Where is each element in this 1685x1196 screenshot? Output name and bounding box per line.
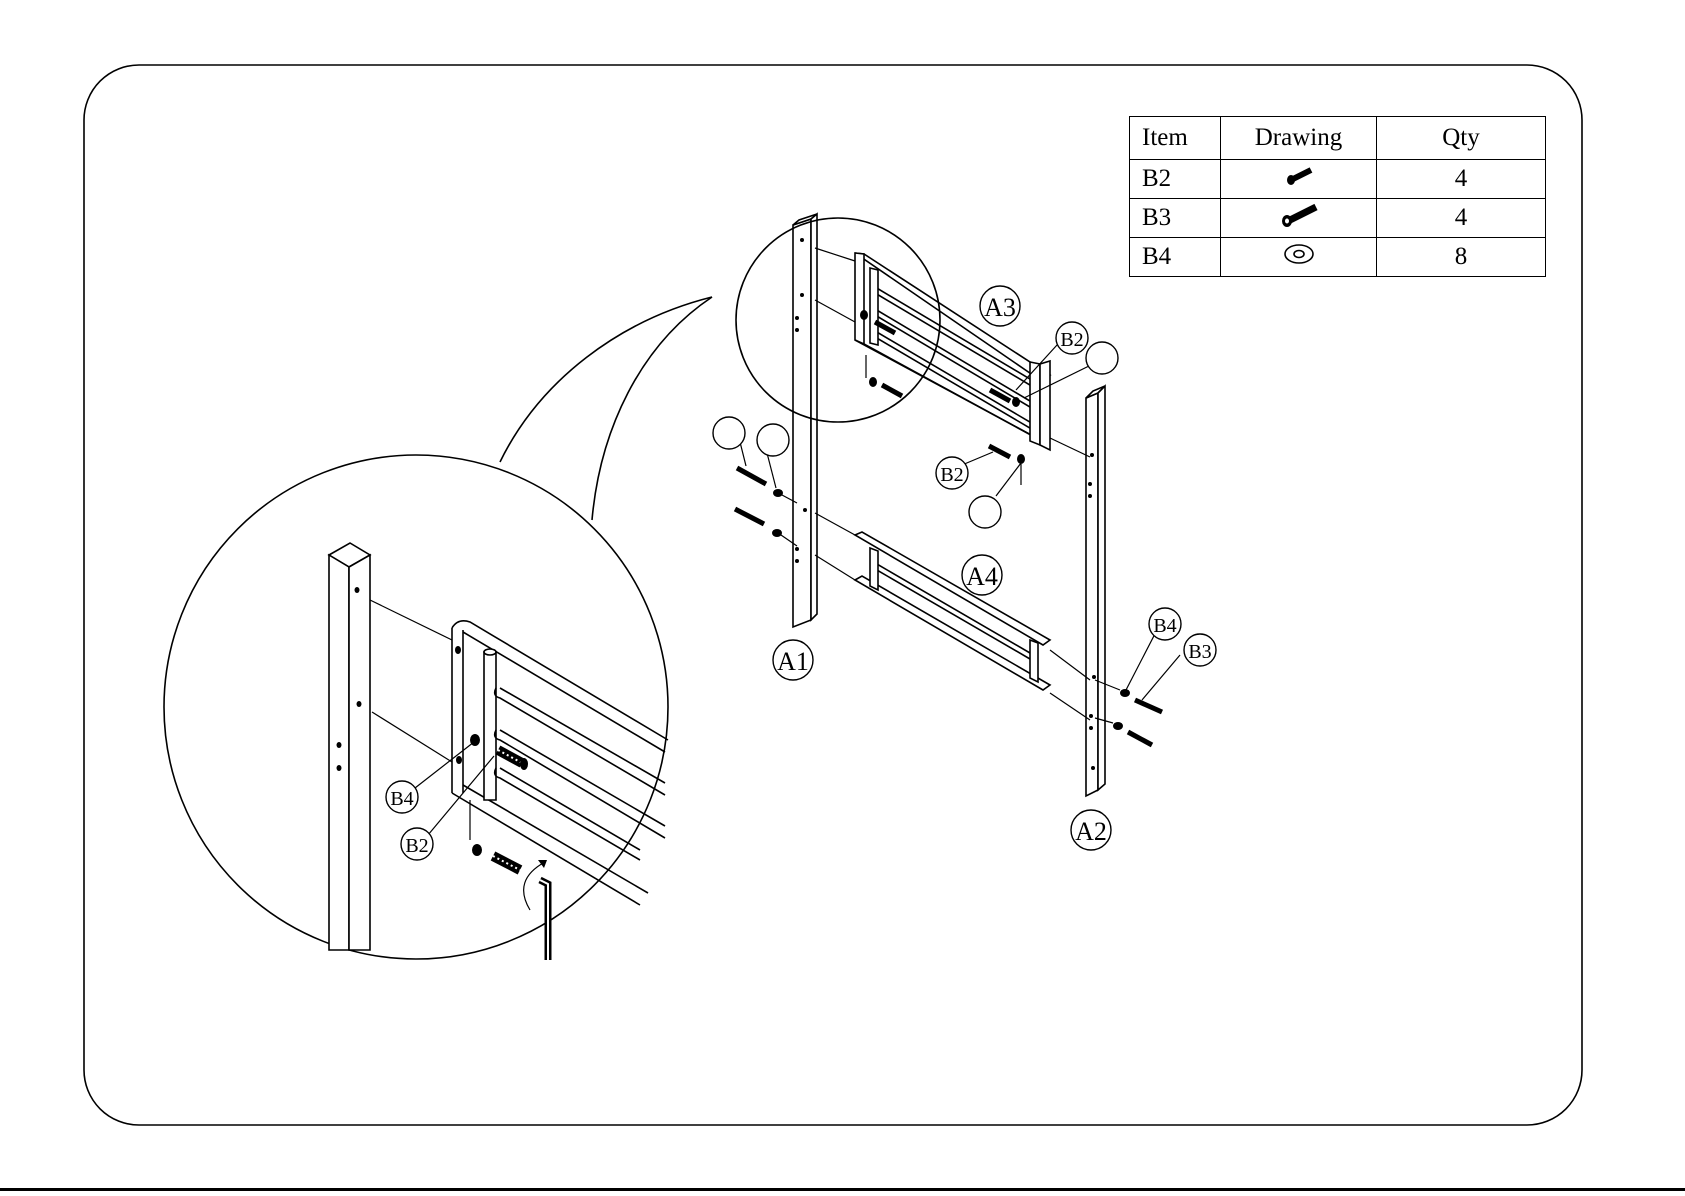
svg-text:B3: B3 — [1188, 641, 1211, 663]
panel-a4 — [815, 513, 1090, 720]
header-drawing: Drawing — [1221, 117, 1377, 160]
callout-b2-top: B2 — [1056, 322, 1088, 354]
callout-b4-detail: B4 — [386, 781, 418, 813]
svg-text:B4: B4 — [390, 788, 413, 810]
svg-text:A3: A3 — [984, 293, 1016, 322]
zoom-connector-inner — [592, 297, 712, 520]
svg-text:B2: B2 — [1060, 329, 1083, 351]
callout-b3-right: B3 — [1184, 634, 1216, 666]
post-a2 — [1086, 386, 1105, 796]
callout-a3: A3 — [980, 286, 1020, 326]
table-row: B4 8 — [1130, 238, 1546, 277]
right-fasteners — [989, 446, 1162, 745]
zoom-circle-source — [736, 218, 940, 422]
svg-text:A1: A1 — [777, 647, 809, 676]
svg-text:B2: B2 — [405, 835, 428, 857]
svg-text:A4: A4 — [966, 562, 998, 591]
callout-a4: A4 — [962, 555, 1002, 595]
table-row: B3 4 — [1130, 199, 1546, 238]
svg-text:B2: B2 — [940, 464, 963, 486]
header-qty: Qty — [1377, 117, 1546, 160]
svg-text:A2: A2 — [1075, 817, 1107, 846]
washer-icon — [1221, 238, 1377, 277]
callout-b2-detail: B2 — [401, 828, 433, 860]
panel-a3 — [815, 248, 1090, 457]
short-bolt-icon — [1221, 160, 1377, 199]
row-item: B4 — [1130, 238, 1221, 277]
parts-table: Item Drawing Qty B2 4 B3 4 B4 — [1129, 116, 1546, 277]
row-qty: 4 — [1377, 160, 1546, 199]
parts-table-header: Item Drawing Qty — [1130, 117, 1546, 160]
long-bolt-icon — [1221, 199, 1377, 238]
callout-a1: A1 — [773, 640, 813, 680]
callout-a2: A2 — [1071, 810, 1111, 850]
row-item: B3 — [1130, 199, 1221, 238]
row-item: B2 — [1130, 160, 1221, 199]
empty-callouts — [713, 342, 1118, 528]
left-fasteners — [735, 468, 797, 546]
svg-text:B4: B4 — [1153, 615, 1176, 637]
table-row: B2 4 — [1130, 160, 1546, 199]
row-qty: 4 — [1377, 199, 1546, 238]
post-a1 — [793, 214, 817, 627]
row-qty: 8 — [1377, 238, 1546, 277]
callout-b4-right: B4 — [1149, 608, 1181, 640]
header-item: Item — [1130, 117, 1221, 160]
callout-b2-mid: B2 — [936, 457, 968, 489]
detail-view — [164, 455, 668, 960]
